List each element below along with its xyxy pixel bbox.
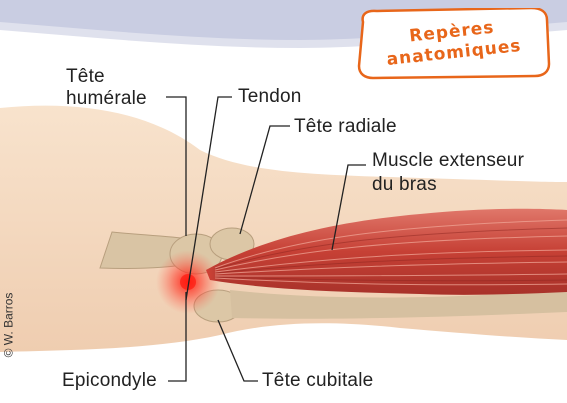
label-tete-humerale-line2: humérale <box>66 88 147 110</box>
label-tendon: Tendon <box>238 86 302 108</box>
label-muscle-line2: du bras <box>372 174 437 196</box>
section-badge: Repères anatomiques <box>355 8 551 80</box>
label-muscle-line1: Muscle extenseur <box>372 150 524 172</box>
label-tete-cubitale: Tête cubitale <box>262 370 373 392</box>
label-tete-radiale: Tête radiale <box>294 116 397 138</box>
label-tete-humerale-line1: Tête <box>66 66 105 88</box>
photo-credit: © W. Barros <box>1 293 15 358</box>
label-epicondyle: Epicondyle <box>62 370 157 392</box>
